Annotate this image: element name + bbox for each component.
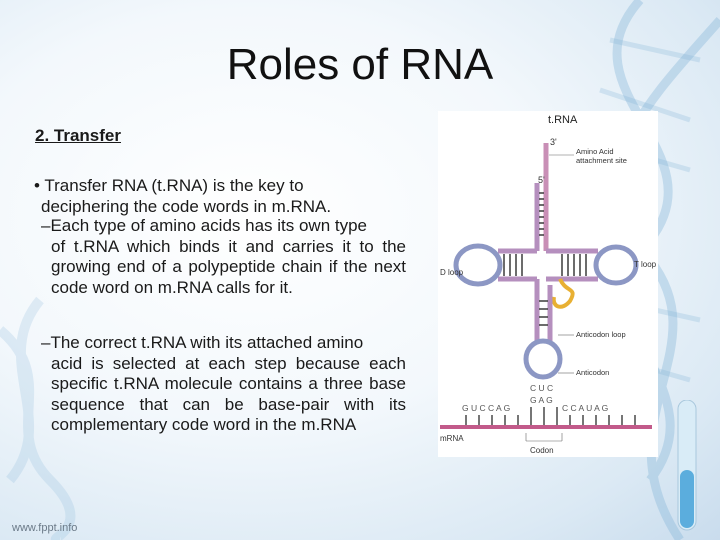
figure-title: t.RNA (548, 114, 578, 126)
mrna-rungs (465, 407, 636, 425)
sub2-rest: acid is selected at each step because ea… (51, 353, 406, 435)
label-attachment-site: attachment site (576, 156, 627, 165)
anticodon-loop (523, 338, 563, 380)
label-mrna: mRNA (440, 434, 464, 443)
trna-diagram-svg: t.RNA 3' 5' Amino Acid attachment site D… (440, 114, 657, 455)
mrna-right-seq: C C A U A G (562, 403, 608, 413)
footer-watermark: www.fppt.info (12, 522, 78, 534)
mrna-left-seq: G U C C A G (462, 403, 510, 413)
anticodon-top: C U C (530, 383, 553, 393)
d-arm-rungs (503, 254, 523, 276)
label-amino-acid: Amino Acid (576, 147, 614, 156)
t-arm-rungs (561, 254, 587, 276)
section-heading: 2. Transfer (35, 126, 121, 145)
bullet-rest: deciphering the code words in m.RNA. (41, 196, 332, 216)
label-d-loop: D loop (440, 268, 464, 277)
t-loop (593, 244, 639, 286)
anticodon-bottom: G A G (530, 395, 553, 405)
label-3prime: 3' (550, 137, 557, 147)
d-loop (453, 243, 503, 287)
label-anticodon-loop: Anticodon loop (576, 330, 626, 339)
label-t-loop: T loop (634, 260, 657, 269)
acceptor-stem-rungs (539, 192, 544, 236)
label-codon: Codon (530, 446, 554, 455)
bullet-lead: • Transfer RNA (t.RNA) is the key to (34, 176, 304, 195)
trna-diagram: t.RNA 3' 5' Amino Acid attachment site D… (438, 111, 658, 457)
sub-paragraph-1: –Each type of amino acids has its own ty… (41, 216, 406, 298)
label-anticodon: Anticodon (576, 368, 609, 377)
sub1-lead: –Each type of amino acids has its own ty… (41, 216, 368, 235)
test-tube-decoration (677, 400, 697, 531)
label-5prime: 5' (538, 175, 545, 185)
sub-paragraph-2: –The correct t.RNA with its attached ami… (41, 333, 406, 436)
sub1-rest: of t.RNA which binds it and carries it t… (51, 236, 406, 297)
bullet-paragraph: • Transfer RNA (t.RNA) is the key to dec… (34, 176, 406, 217)
sub2-lead: –The correct t.RNA with its attached ami… (41, 333, 364, 352)
slide-title: Roles of RNA (226, 40, 494, 89)
variable-loop (551, 278, 575, 309)
anticodon-stem-rungs (539, 300, 548, 326)
